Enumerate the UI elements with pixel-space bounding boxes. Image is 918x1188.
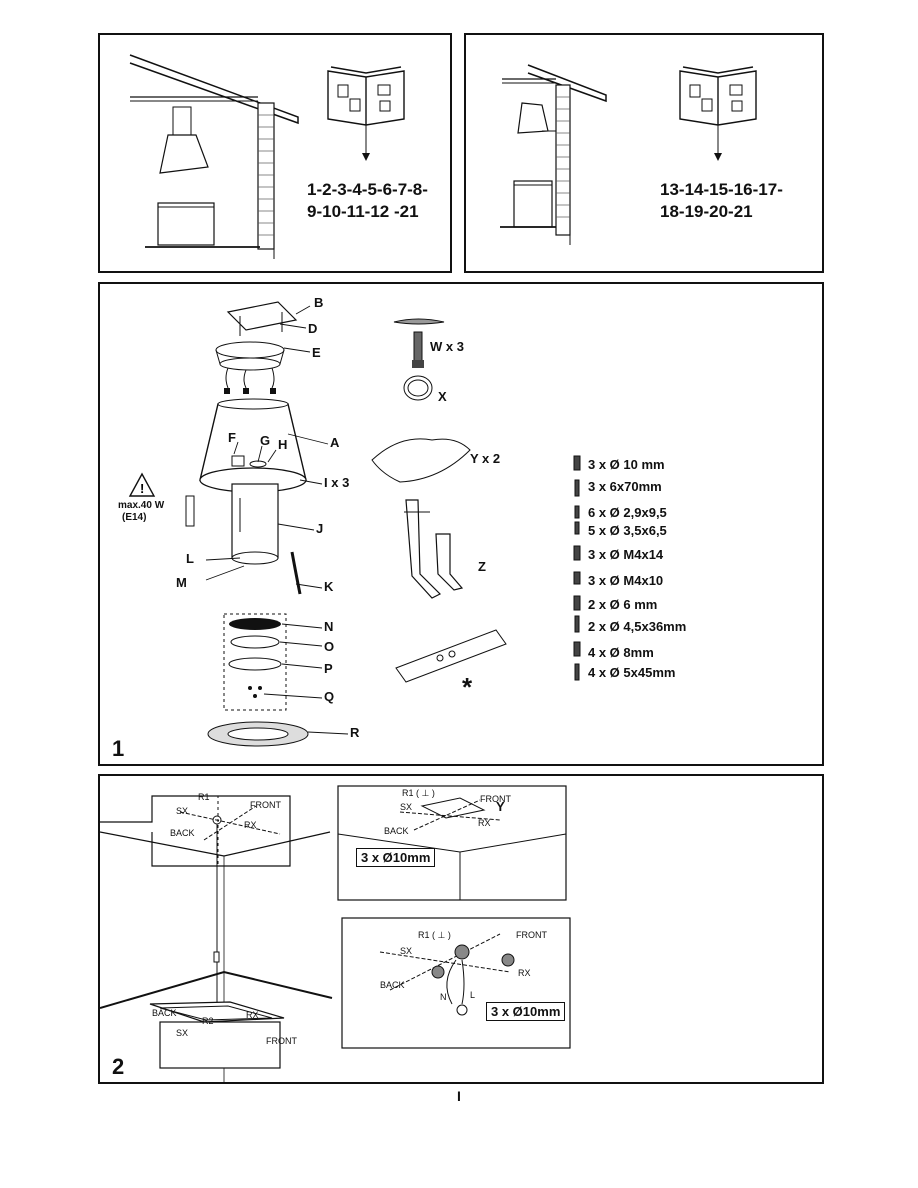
hardware-item: 2 x Ø 4,5x36mm bbox=[588, 618, 687, 634]
label-y-detail: Y bbox=[496, 799, 505, 814]
ceiling-hood-illustration bbox=[129, 54, 405, 259]
label-R: R bbox=[350, 725, 360, 740]
hardware-item: 3 x Ø 10 mm bbox=[588, 456, 665, 472]
label-r1-detail: R1 ( ⊥ ) bbox=[402, 788, 435, 798]
label-M: M bbox=[176, 575, 187, 590]
label-r1-detail2: R1 ( ⊥ ) bbox=[418, 930, 451, 940]
label-n: N bbox=[440, 992, 447, 1002]
label-r2: R2 bbox=[202, 1016, 214, 1026]
label-box-bottom: 3 x Ø10mm bbox=[486, 1002, 566, 1021]
label-front-detail2: FRONT bbox=[516, 930, 547, 940]
label-J: J bbox=[316, 521, 324, 536]
label-l: L bbox=[470, 990, 476, 1000]
panel-number: 1 bbox=[112, 736, 125, 761]
panel-2-ceiling-marking: R1 SX FRONT RX BACK BACK R2 SX RX FRONT … bbox=[98, 774, 824, 1084]
label-back-detail: BACK bbox=[384, 826, 409, 836]
label-back: BACK bbox=[170, 828, 195, 838]
steps-line-1: 13-14-15-16-17- bbox=[660, 180, 783, 199]
label-W: W x 3 bbox=[430, 339, 464, 354]
label-P: P bbox=[324, 661, 333, 676]
label-r1: R1 bbox=[198, 792, 210, 802]
label-sx-detail2: SX bbox=[400, 946, 413, 956]
label-N: N bbox=[324, 619, 334, 634]
warning-wattage: max.40 W bbox=[118, 500, 165, 511]
panel-top-left: 1-2-3-4-5-6-7-8- 9-10-11-12 -21 bbox=[98, 33, 452, 273]
panel-1-components: ! bbox=[98, 282, 824, 766]
hardware-item: 3 x Ø M4x14 bbox=[588, 546, 664, 562]
hardware-item: 6 x Ø 2,9x9,5 bbox=[588, 504, 667, 520]
label-F: F bbox=[228, 430, 236, 445]
label-H: H bbox=[278, 437, 288, 452]
label-B: B bbox=[314, 295, 324, 310]
hardware-item: 2 x Ø 6 mm bbox=[588, 596, 658, 612]
label-Q: Q bbox=[324, 689, 335, 704]
label-back-floor: BACK bbox=[152, 1008, 177, 1018]
panel-number: 2 bbox=[112, 1054, 125, 1079]
label-I: I x 3 bbox=[324, 475, 350, 490]
label-rx-floor: RX bbox=[246, 1010, 259, 1020]
manual-book-icon bbox=[327, 66, 405, 161]
warning-socket: (E14) bbox=[122, 512, 147, 523]
hardware-icons bbox=[573, 455, 581, 681]
label-Z: Z bbox=[478, 559, 486, 574]
label-star: * bbox=[462, 672, 473, 702]
label-G: G bbox=[260, 433, 271, 448]
label-sx-detail: SX bbox=[400, 802, 413, 812]
label-E: E bbox=[312, 345, 321, 360]
exploded-hood-diagram: ! bbox=[128, 301, 581, 747]
hardware-item: 3 x 6x70mm bbox=[588, 478, 662, 494]
hardware-item: 4 x Ø 5x45mm bbox=[588, 664, 676, 680]
label-front: FRONT bbox=[250, 800, 281, 810]
steps-line-2: 18-19-20-21 bbox=[660, 202, 753, 221]
panel-top-right: 13-14-15-16-17- 18-19-20-21 bbox=[464, 33, 824, 273]
label-D: D bbox=[308, 321, 318, 336]
label-rx-detail2: RX bbox=[518, 968, 531, 978]
label-X: X bbox=[438, 389, 447, 404]
label-box-top: 3 x Ø10mm bbox=[356, 848, 436, 867]
steps-line-2: 9-10-11-12 -21 bbox=[307, 202, 419, 221]
wall-hood-illustration bbox=[500, 64, 757, 245]
label-O: O bbox=[324, 639, 335, 654]
hardware-item: 4 x Ø 8mm bbox=[588, 644, 654, 660]
label-A: A bbox=[330, 435, 340, 450]
page-number: I bbox=[457, 1088, 461, 1104]
label-rx: RX bbox=[244, 820, 257, 830]
label-rx-detail: RX bbox=[478, 818, 491, 828]
label-front-floor: FRONT bbox=[266, 1036, 297, 1046]
label-K: K bbox=[324, 579, 334, 594]
label-sx: SX bbox=[176, 806, 189, 816]
label-L: L bbox=[186, 551, 194, 566]
hardware-item: 3 x Ø M4x10 bbox=[588, 572, 664, 588]
ceiling-marking-diagram bbox=[100, 785, 571, 1082]
label-Y: Y x 2 bbox=[470, 451, 501, 466]
label-sx-floor: SX bbox=[176, 1028, 189, 1038]
hardware-item: 5 x Ø 3,5x6,5 bbox=[588, 522, 667, 538]
label-front-detail: FRONT bbox=[480, 794, 511, 804]
svg-text:!: ! bbox=[140, 481, 144, 496]
manual-book-icon bbox=[679, 66, 757, 161]
label-back-detail2: BACK bbox=[380, 980, 405, 990]
steps-line-1: 1-2-3-4-5-6-7-8- bbox=[307, 180, 428, 199]
